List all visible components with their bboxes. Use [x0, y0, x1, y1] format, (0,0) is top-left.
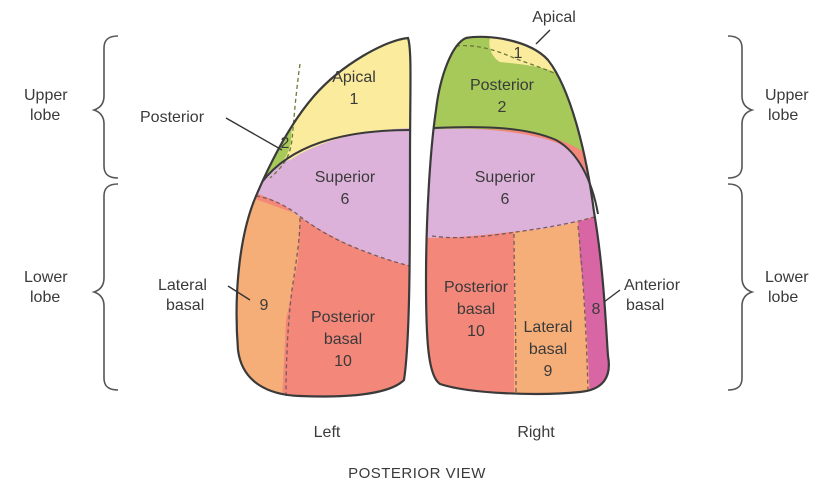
right-anterior-basal-name-line1: Anterior: [624, 277, 681, 294]
right-posterior-basal-number: 10: [467, 323, 485, 340]
right-superior-name: Superior: [475, 169, 536, 186]
left-lateral-basal-name-line1: Lateral: [158, 277, 207, 294]
left-upper-lobe-label-line2: lobe: [30, 107, 60, 124]
right-superior-number: 6: [501, 191, 510, 208]
right-apical-leader: [536, 30, 550, 44]
left-lateral-basal-name-line2: basal: [166, 297, 204, 314]
left-upper-lobe-bracket: [94, 36, 118, 178]
left-apical-name: Apical: [332, 69, 376, 86]
left-lateral-basal-number: 9: [260, 297, 269, 314]
left-lower-lobe-label-line1: Lower: [24, 269, 68, 286]
right-apical-number: 1: [514, 45, 523, 62]
right-upper-lobe-label-line1: Upper: [765, 87, 809, 104]
left-lung: [230, 30, 420, 410]
right-lung-caption: Right: [517, 424, 555, 441]
right-posterior-basal-name-line1: Posterior: [444, 279, 509, 296]
right-lower-lobe-label-line1: Lower: [765, 269, 809, 286]
right-posterior-number: 2: [498, 99, 507, 116]
left-posterior-name: Posterior: [140, 109, 205, 126]
right-lateral-basal-name-line2: basal: [529, 341, 567, 358]
left-lower-lobe-bracket: [94, 184, 118, 390]
left-superior-number: 6: [341, 191, 350, 208]
right-lower-lobe-label-line2: lobe: [768, 289, 798, 306]
right-anterior-basal-leader: [604, 290, 620, 302]
left-apical-number: 1: [350, 91, 359, 108]
right-anterior-basal-name-line2: basal: [626, 297, 664, 314]
right-anterior-basal-number: 8: [592, 301, 601, 318]
left-upper-lobe-label-line1: Upper: [24, 87, 68, 104]
right-lateral-basal-number: 9: [544, 363, 553, 380]
left-posterior-number: 2: [281, 135, 290, 152]
left-posterior-basal-number: 10: [334, 353, 352, 370]
left-posterior-basal-name-line2: basal: [324, 331, 362, 348]
left-lung-caption: Left: [314, 424, 341, 441]
right-posterior-name: Posterior: [470, 77, 535, 94]
figure-title: POSTERIOR VIEW: [348, 465, 486, 482]
right-lateral-basal-name-line1: Lateral: [524, 319, 573, 336]
brackets: [94, 36, 752, 390]
left-posterior-basal-name-line1: Posterior: [311, 309, 376, 326]
right-posterior-basal-name-line2: basal: [457, 301, 495, 318]
left-posterior-leader: [226, 118, 282, 150]
left-superior-name: Superior: [315, 169, 376, 186]
right-upper-lobe-bracket: [728, 36, 752, 178]
left-lower-lobe-label-line2: lobe: [30, 289, 60, 306]
right-upper-lobe-label-line2: lobe: [768, 107, 798, 124]
right-lower-lobe-bracket: [728, 184, 752, 390]
right-apical-name: Apical: [532, 9, 576, 26]
